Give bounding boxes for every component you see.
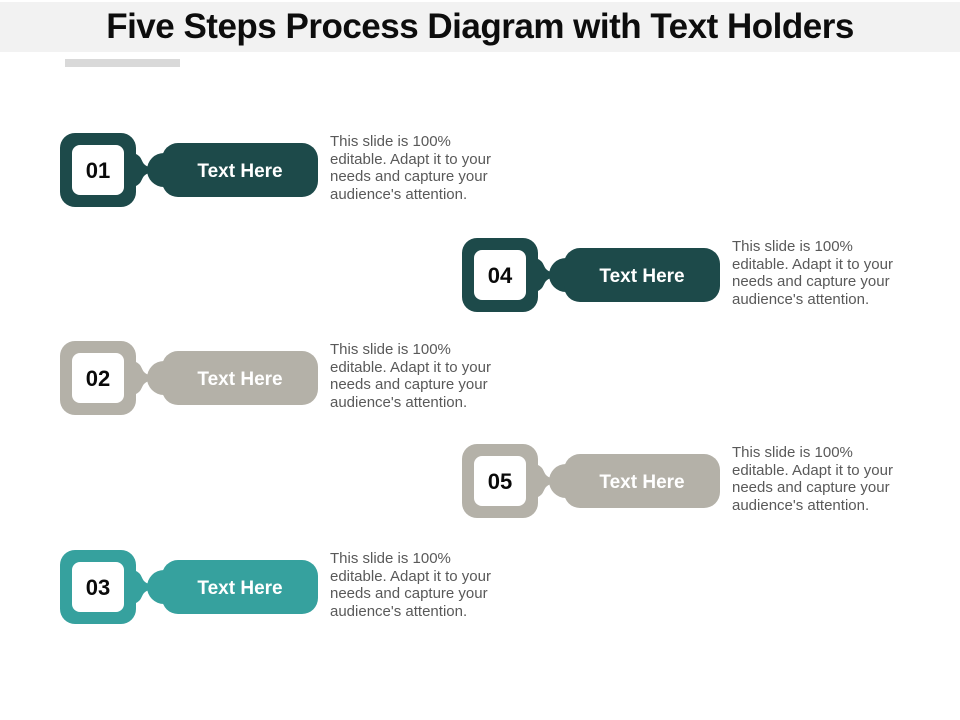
- step-shape: 02 Text Here: [60, 341, 318, 415]
- step-number: 04: [488, 263, 513, 288]
- step-label: Text Here: [197, 578, 282, 599]
- step-description: This slide is 100% editable. Adapt it to…: [330, 133, 491, 203]
- step-label: Text Here: [197, 161, 282, 182]
- step-shape: 04 Text Here: [462, 238, 720, 312]
- step-number-inner: [474, 456, 526, 506]
- step-description: This slide is 100% editable. Adapt it to…: [732, 238, 893, 308]
- process-step-1: 01 Text Here This slide is 100% editable…: [59, 128, 529, 212]
- title-accent-bar: [65, 59, 180, 67]
- step-connector: [538, 465, 551, 497]
- step-label: Text Here: [599, 472, 684, 493]
- step-number: 03: [86, 575, 110, 600]
- process-step-3: 03 Text Here This slide is 100% editable…: [59, 545, 529, 629]
- step-connector: [136, 571, 149, 603]
- step-shape: 05 Text Here: [462, 444, 720, 518]
- step-number-inner: [72, 145, 124, 195]
- title-bar: Five Steps Process Diagram with Text Hol…: [0, 2, 960, 52]
- step-description: This slide is 100% editable. Adapt it to…: [330, 550, 491, 620]
- step-number: 01: [86, 158, 110, 183]
- page-title: Five Steps Process Diagram with Text Hol…: [106, 7, 854, 46]
- step-label: Text Here: [599, 266, 684, 287]
- process-step-4: 04 Text Here This slide is 100% editable…: [461, 233, 931, 317]
- step-connector: [538, 259, 551, 291]
- step-label-pill: [162, 143, 318, 197]
- step-label-pill: [162, 560, 318, 614]
- step-label-pill: [564, 454, 720, 508]
- step-number: 05: [488, 469, 512, 494]
- step-shape: 03 Text Here: [60, 550, 318, 624]
- process-step-5: 05 Text Here This slide is 100% editable…: [461, 439, 931, 523]
- step-shape: 01 Text Here: [60, 133, 318, 207]
- step-number-inner: [72, 353, 124, 403]
- step-label: Text Here: [197, 369, 282, 390]
- step-number-inner: [474, 250, 526, 300]
- step-description: This slide is 100% editable. Adapt it to…: [330, 341, 491, 411]
- step-number: 02: [86, 366, 110, 391]
- step-number-inner: [72, 562, 124, 612]
- process-step-2: 02 Text Here This slide is 100% editable…: [59, 336, 529, 420]
- step-description: This slide is 100% editable. Adapt it to…: [732, 444, 893, 514]
- step-connector: [136, 362, 149, 394]
- step-label-pill: [162, 351, 318, 405]
- step-connector: [136, 154, 149, 186]
- step-label-pill: [564, 248, 720, 302]
